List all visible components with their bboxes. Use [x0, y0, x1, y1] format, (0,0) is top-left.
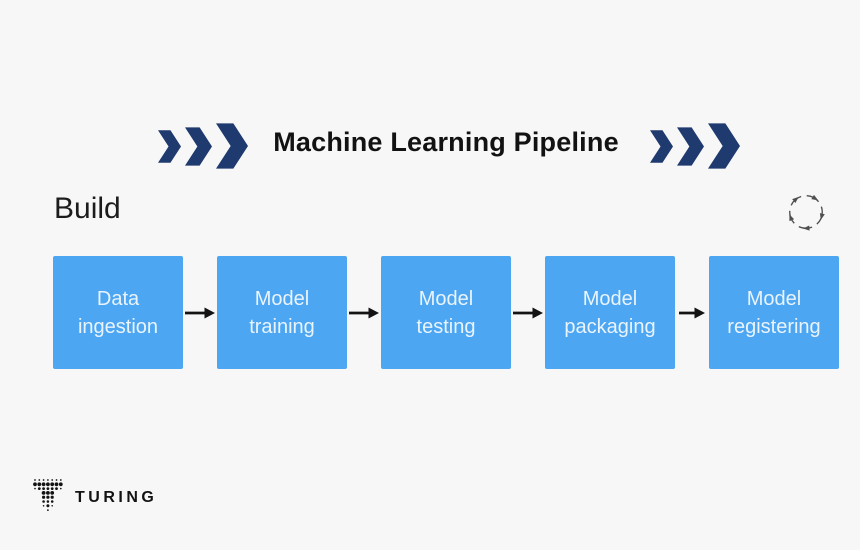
logo-text: TURING — [75, 489, 158, 506]
flow-arrow-icon — [183, 256, 217, 369]
stage-label: Model registering — [727, 287, 821, 338]
iteration-cycle-icon — [789, 194, 825, 231]
turing-logo: TURING — [32, 477, 157, 515]
stage-box-data-ingestion: Data ingestion — [53, 256, 183, 369]
chevron-right-icon — [185, 126, 212, 166]
turing-dot-matrix-t-icon — [33, 479, 63, 511]
stage-label: Model testing — [416, 287, 476, 338]
stage-box-model-testing: Model testing — [381, 256, 511, 369]
triple-chevron-right-icon — [158, 123, 248, 169]
stage-box-model-training: Model training — [217, 256, 347, 369]
chevron-right-icon — [158, 129, 181, 163]
stage-box-model-registering: Model registering — [709, 256, 839, 369]
stage-label: Model training — [249, 287, 315, 338]
triple-chevron-right-icon — [650, 123, 740, 169]
chevron-right-icon — [216, 123, 248, 169]
chevron-right-icon — [650, 129, 673, 163]
chevron-right-icon — [677, 126, 704, 166]
page-title: Machine Learning Pipeline — [273, 127, 619, 157]
flow-arrow-icon — [511, 256, 545, 369]
stage-label: Model packaging — [564, 287, 656, 338]
flow-arrow-icon — [675, 256, 709, 369]
build-section-label: Build — [54, 192, 121, 225]
chevron-right-icon — [708, 123, 740, 169]
stage-label: Data ingestion — [77, 287, 159, 338]
pipeline-row: Data ingestion Model training Model test… — [53, 256, 839, 369]
flow-arrow-icon — [347, 256, 381, 369]
stage-box-model-packaging: Model packaging — [545, 256, 675, 369]
